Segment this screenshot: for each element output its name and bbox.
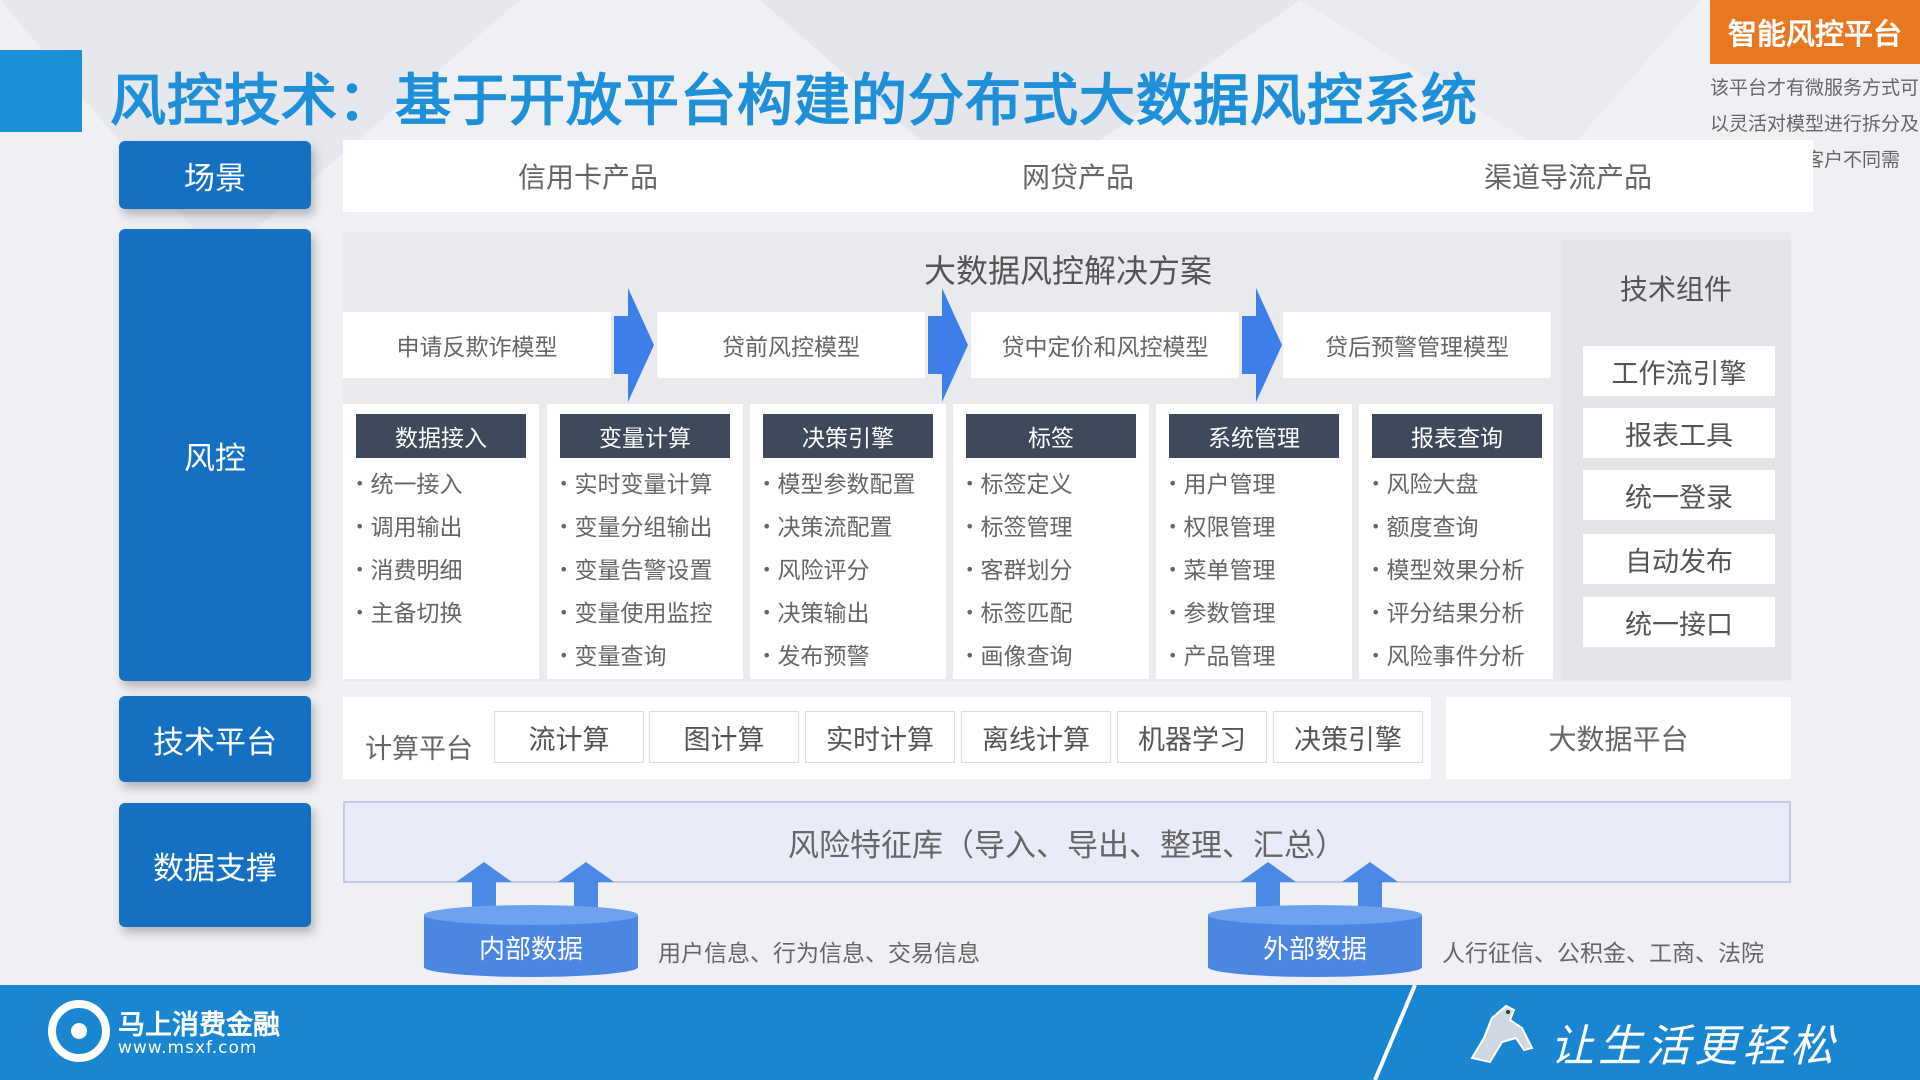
arrow-up-icon [1240,862,1398,928]
label-data-support: 数据支撑 [119,803,311,927]
module-item: 参数管理 [1168,593,1275,636]
external-data-source: 外部数据 [1208,905,1422,977]
scene-online-loan: 网贷产品 [833,140,1323,212]
module-item: 统一接入 [355,464,462,507]
module-title: 决策引擎 [763,414,933,458]
module-title: 变量计算 [560,414,730,458]
module-item: 权限管理 [1168,507,1275,550]
module-item: 发布预警 [762,636,915,679]
platform-item: 流计算 [494,711,644,763]
module-data-access: 数据接入 统一接入 调用输出 消费明细 主备切换 [343,404,539,679]
company-url: www.msxf.com [118,1038,258,1058]
title-accent-bar [0,50,82,132]
module-item: 风险大盘 [1371,464,1524,507]
module-item: 标签匹配 [965,593,1072,636]
company-logo-icon [48,1000,110,1062]
module-item: 决策输出 [762,593,915,636]
module-title: 数据接入 [356,414,526,458]
database-icon [1208,905,1422,977]
module-title: 系统管理 [1169,414,1339,458]
compute-platform-row: 计算平台 流计算 图计算 实时计算 离线计算 机器学习 决策引擎 [343,697,1431,779]
data-source-name: 外部数据 [1262,935,1367,965]
module-system-mgmt: 系统管理 用户管理 权限管理 菜单管理 参数管理 产品管理 [1156,404,1352,679]
tech-component-item: 报表工具 [1583,408,1775,458]
module-item: 模型参数配置 [762,464,915,507]
module-item: 决策流配置 [762,507,915,550]
module-title: 标签 [966,414,1136,458]
module-item: 产品管理 [1168,636,1275,679]
internal-data-source: 内部数据 [424,905,638,977]
module-item: 标签管理 [965,507,1072,550]
module-item: 画像查询 [965,636,1072,679]
module-item: 调用输出 [355,507,462,550]
module-item: 变量告警设置 [559,550,712,593]
module-item: 模型效果分析 [1371,550,1524,593]
page-title: 风控技术：基于开放平台构建的分布式大数据风控系统 [110,69,1478,134]
label-scene: 场景 [119,141,311,209]
tech-component-item: 统一接口 [1583,597,1775,647]
module-item: 标签定义 [965,464,1072,507]
module-tags: 标签 标签定义 标签管理 客群划分 标签匹配 画像查询 [953,404,1149,679]
solution-title: 大数据风控解决方案 [923,252,1212,290]
arrow-right-icon [928,288,968,402]
module-item: 客群划分 [965,550,1072,593]
module-item: 菜单管理 [1168,550,1275,593]
model-in-loan: 贷中定价和风控模型 [971,312,1239,378]
data-source-desc: 用户信息、行为信息、交易信息 [658,941,980,967]
footer-slogan: 让生活更轻松 [1550,1021,1838,1072]
data-source-name: 内部数据 [478,935,583,965]
model-anti-fraud: 申请反欺诈模型 [343,312,611,378]
module-decision-engine: 决策引擎 模型参数配置 决策流配置 风险评分 决策输出 发布预警 [750,404,946,679]
footer-bar [0,985,1920,1080]
tech-component-item: 工作流引擎 [1583,346,1775,396]
data-source-desc: 人行征信、公积金、工商、法院 [1442,941,1764,967]
compute-platform-label: 计算平台 [365,734,473,765]
platform-item: 图计算 [649,711,799,763]
module-item: 变量使用监控 [559,593,712,636]
tech-component-item: 自动发布 [1583,534,1775,584]
label-tech-platform: 技术平台 [119,696,311,782]
platform-item: 实时计算 [805,711,955,763]
arrow-up-icon [456,862,614,928]
arrow-right-icon [1242,288,1282,402]
module-item: 消费明细 [355,550,462,593]
label-risk: 风控 [119,229,311,681]
tech-component-item: 统一登录 [1583,470,1775,520]
module-item: 变量查询 [559,636,712,679]
platform-item: 离线计算 [961,711,1111,763]
module-item: 风险评分 [762,550,915,593]
module-item: 额度查询 [1371,507,1524,550]
module-variable-calc: 变量计算 实时变量计算 变量分组输出 变量告警设置 变量使用监控 变量查询 [547,404,743,679]
footer-divider [1373,985,1417,1080]
tech-components-panel: 技术组件 工作流引擎 报表工具 统一登录 自动发布 统一接口 [1561,240,1791,680]
company-name: 马上消费金融 [118,1010,280,1041]
scene-channel: 渠道导流产品 [1323,140,1813,212]
model-post-loan: 贷后预警管理模型 [1283,312,1551,378]
tech-components-title: 技术组件 [1619,273,1732,306]
platform-item: 决策引擎 [1273,711,1423,763]
big-data-platform: 大数据平台 [1446,697,1791,779]
platform-item: 机器学习 [1117,711,1267,763]
module-item: 用户管理 [1168,464,1275,507]
module-item: 风险事件分析 [1371,636,1524,679]
module-title: 报表查询 [1372,414,1542,458]
background-decoration [0,0,1920,985]
platform-badge: 智能风控平台 [1710,0,1920,64]
scene-credit-card: 信用卡产品 [343,140,833,212]
arrow-right-icon [614,288,654,402]
module-item: 变量分组输出 [559,507,712,550]
database-icon [424,905,638,977]
horse-mascot-icon [1470,1004,1534,1064]
module-item: 实时变量计算 [559,464,712,507]
module-item: 评分结果分析 [1371,593,1524,636]
module-item: 主备切换 [355,593,462,636]
module-report-query: 报表查询 风险大盘 额度查询 模型效果分析 评分结果分析 风险事件分析 [1359,404,1553,679]
model-pre-loan: 贷前风控模型 [657,312,925,378]
